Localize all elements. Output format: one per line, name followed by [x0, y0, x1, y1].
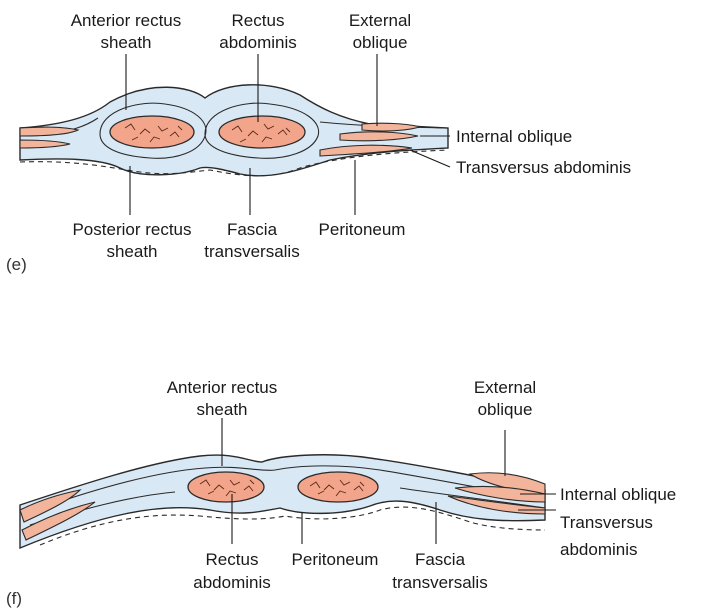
panel-e-rectus-abdominis-left — [110, 116, 194, 148]
panel-e-label-external-oblique-2: oblique — [353, 33, 408, 52]
panel-e-label-fascia-transversalis-1: Fascia — [227, 220, 278, 239]
panel-e-label-posterior-rectus-sheath-2: sheath — [106, 242, 157, 261]
panel-f-label-external-oblique-1: External — [474, 378, 536, 397]
panel-f-rectus-abdominis-left — [188, 472, 264, 502]
panel-e-label-rectus-abdominis-1: Rectus — [232, 11, 285, 30]
panel-f-label-transversus-abdominis-2: abdominis — [560, 540, 638, 559]
panel-e: Anterior rectus sheath Rectus abdominis … — [6, 11, 631, 274]
panel-f-label-internal-oblique: Internal oblique — [560, 485, 676, 504]
panel-f-rectus-abdominis-right — [298, 472, 378, 502]
panel-e-label-anterior-rectus-sheath-2: sheath — [100, 33, 151, 52]
panel-f-label-anterior-rectus-sheath-2: sheath — [196, 400, 247, 419]
panel-e-rectus-abdominis-right — [219, 116, 305, 148]
panel-f: Anterior rectus sheath External oblique … — [6, 378, 676, 608]
panel-f-label-fascia-transversalis-1: Fascia — [415, 550, 466, 569]
panel-e-label-posterior-rectus-sheath-1: Posterior rectus — [72, 220, 191, 239]
panel-f-label-rectus-abdominis-1: Rectus — [206, 550, 259, 569]
panel-f-label-rectus-abdominis-2: abdominis — [193, 573, 271, 592]
panel-f-label-transversus-abdominis-1: Transversus — [560, 513, 653, 532]
panel-e-label-transversus-abdominis: Transversus abdominis — [456, 158, 631, 177]
panel-f-label-anterior-rectus-sheath-1: Anterior rectus — [167, 378, 278, 397]
panel-e-label-fascia-transversalis-2: transversalis — [204, 242, 299, 261]
panel-e-label-peritoneum: Peritoneum — [319, 220, 406, 239]
panel-e-label-rectus-abdominis-2: abdominis — [219, 33, 297, 52]
panel-f-label-peritoneum: Peritoneum — [292, 550, 379, 569]
panel-e-tag: (e) — [6, 255, 27, 274]
panel-e-label-anterior-rectus-sheath-1: Anterior rectus — [71, 11, 182, 30]
panel-f-label-external-oblique-2: oblique — [478, 400, 533, 419]
panel-e-label-internal-oblique: Internal oblique — [456, 127, 572, 146]
panel-e-leader-transversus — [410, 150, 450, 167]
panel-f-tag: (f) — [6, 589, 22, 608]
panel-f-label-fascia-transversalis-2: transversalis — [392, 573, 487, 592]
panel-e-label-external-oblique-1: External — [349, 11, 411, 30]
